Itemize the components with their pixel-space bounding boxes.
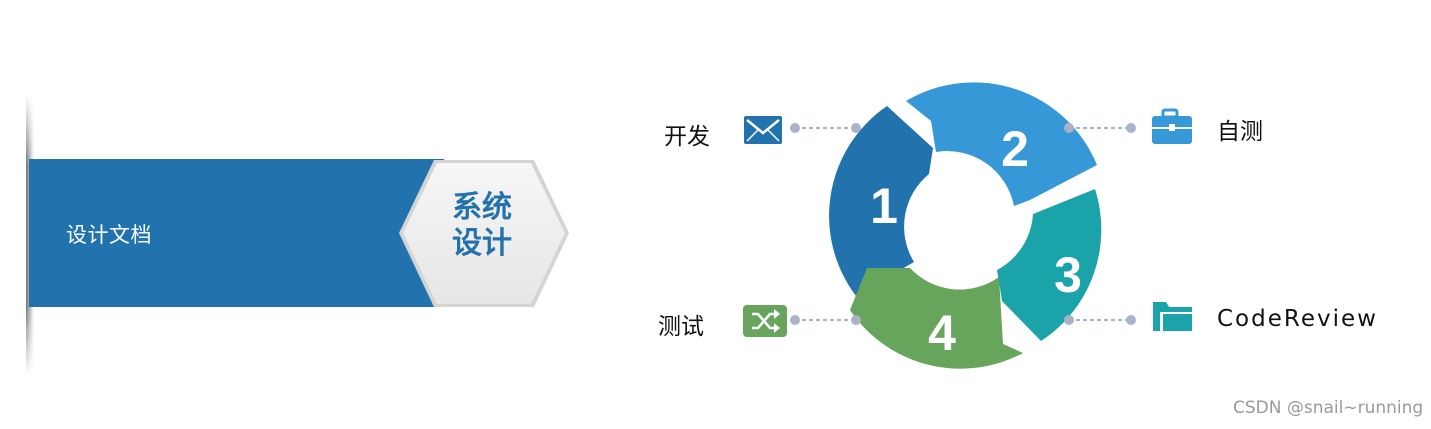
step-label-code-review: CodeReview: [1217, 306, 1378, 332]
cycle-segment-4: [850, 268, 1023, 369]
connector-cr: [1064, 315, 1136, 325]
step-number-4: 4: [928, 305, 956, 361]
hexagon: [403, 163, 565, 304]
step-label-dev: 开发: [664, 124, 710, 150]
envelope-icon: [744, 116, 782, 144]
step-label-test: 测试: [658, 314, 704, 340]
step-number-3: 3: [1054, 247, 1082, 303]
cycle-segment-2: [906, 82, 1097, 206]
watermark: CSDN @snail~running: [1233, 398, 1424, 418]
connector-test: [790, 315, 861, 325]
banner-label: 设计文档: [66, 223, 152, 247]
hexagon-title: 系统 设计: [432, 190, 532, 262]
shuffle-icon: [743, 305, 787, 337]
cycle-segment-3: [997, 189, 1102, 341]
hexagon-title-line2: 设计: [452, 226, 512, 261]
hexagon-title-line1: 系统: [452, 190, 512, 225]
folder-icon: [1153, 302, 1192, 331]
step-number-1: 1: [870, 178, 898, 234]
step-label-self-test: 自测: [1217, 119, 1263, 145]
connector-self: [1064, 123, 1136, 133]
banner-bar: [29, 159, 444, 307]
cycle-segment-1: [829, 106, 933, 296]
step-number-2: 2: [1001, 121, 1029, 177]
connector-dev: [790, 123, 861, 133]
briefcase-icon: [1152, 108, 1192, 144]
